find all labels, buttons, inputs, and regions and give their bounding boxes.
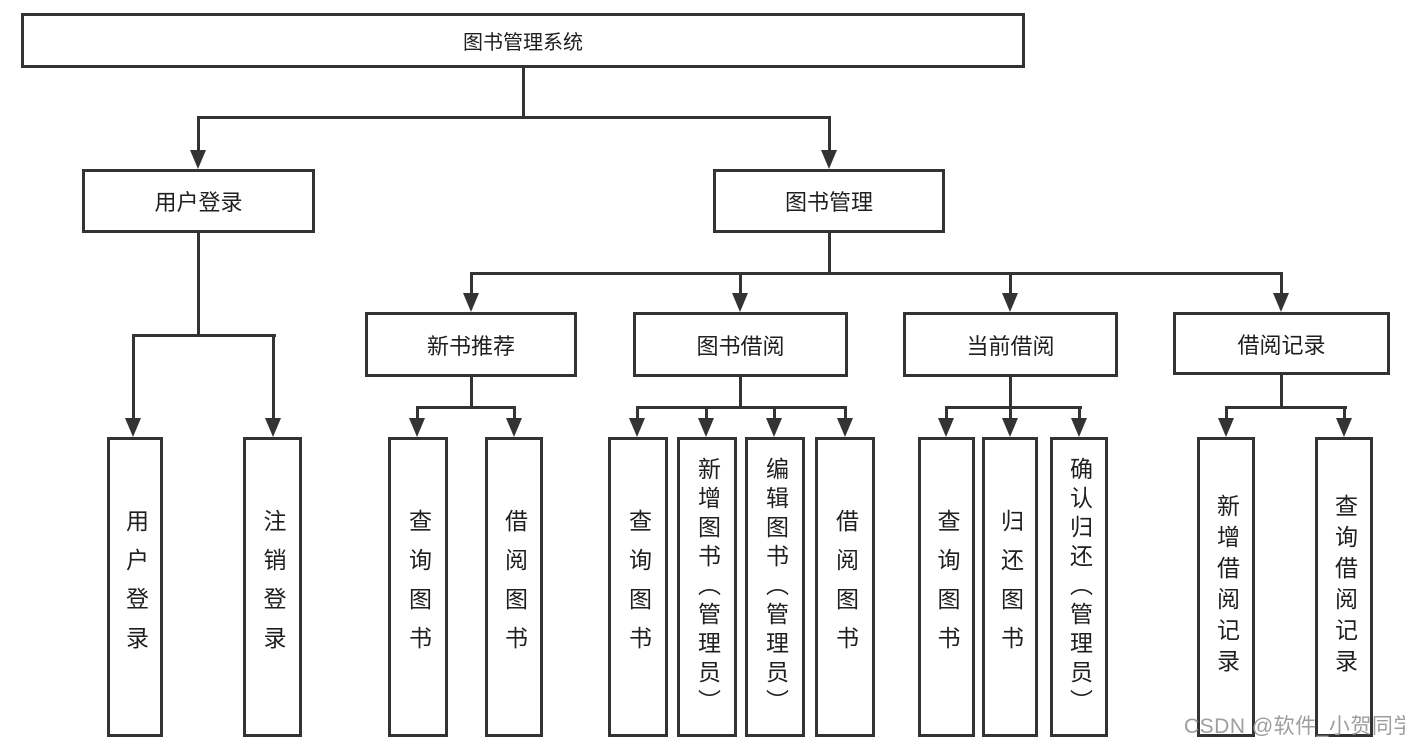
arrow-down-icon: [1336, 418, 1352, 437]
connector-vline: [470, 272, 473, 295]
node-new-book-recommend: 新书推荐: [365, 312, 577, 377]
leaf-query-book-newbook-label: 查询图书: [405, 509, 432, 665]
connector-hline: [132, 334, 276, 337]
leaf-add-book-admin-label: 新增图书（管理员）: [694, 456, 721, 718]
leaf-return-book: 归还图书: [982, 437, 1038, 737]
node-user-login-label: 用户登录: [154, 190, 243, 215]
arrow-down-icon: [766, 418, 782, 437]
leaf-edit-book-admin-label: 编辑图书（管理员）: [762, 456, 789, 718]
node-borrow-records: 借阅记录: [1173, 312, 1390, 375]
arrow-down-icon: [1002, 293, 1018, 312]
arrow-down-icon: [506, 418, 522, 437]
arrow-down-icon: [190, 150, 206, 169]
leaf-query-book-borrow-label: 查询图书: [625, 509, 652, 665]
node-user-login: 用户登录: [82, 169, 315, 233]
leaf-add-borrow-record-label: 新增借阅记录: [1213, 494, 1240, 680]
leaf-query-borrow-record: 查询借阅记录: [1315, 437, 1373, 737]
arrow-down-icon: [821, 150, 837, 169]
leaf-user-login-label: 用户登录: [122, 509, 149, 665]
arrow-down-icon: [837, 418, 853, 437]
connector-vline: [739, 377, 742, 408]
arrow-down-icon: [698, 418, 714, 437]
arrow-down-icon: [938, 418, 954, 437]
connector-vline: [636, 406, 639, 420]
leaf-borrow-book-newbook: 借阅图书: [485, 437, 543, 737]
leaf-query-book-newbook: 查询图书: [388, 437, 448, 737]
connector-vline: [773, 406, 776, 420]
arrow-down-icon: [265, 418, 281, 437]
connector-vline: [705, 406, 708, 420]
connector-vline: [513, 406, 516, 420]
connector-hline: [416, 406, 516, 409]
connector-vline: [197, 233, 200, 336]
node-book-borrow-label: 图书借阅: [696, 333, 785, 359]
node-current-borrow-label: 当前借阅: [966, 333, 1055, 359]
connector-vline: [828, 116, 831, 152]
leaf-borrow-book-newbook-label: 借阅图书: [501, 509, 528, 665]
leaf-query-book-current: 查询图书: [918, 437, 975, 737]
arrow-down-icon: [463, 293, 479, 312]
connector-vline: [470, 377, 473, 408]
arrow-down-icon: [1002, 418, 1018, 437]
connector-vline: [272, 334, 275, 420]
node-book-borrow: 图书借阅: [633, 312, 848, 377]
arrow-down-icon: [1273, 293, 1289, 312]
node-root-label: 图书管理系统: [463, 32, 583, 54]
csdn-watermark: CSDN @软件_小贺同学: [1184, 715, 1405, 738]
connector-hline: [1225, 406, 1347, 409]
connector-vline: [828, 233, 831, 274]
leaf-confirm-return-admin-label: 确认归还（管理员）: [1066, 456, 1093, 718]
leaf-borrow-book-label: 借阅图书: [832, 509, 859, 665]
connector-vline: [1009, 406, 1012, 420]
node-current-borrow: 当前借阅: [903, 312, 1118, 377]
connector-vline: [844, 406, 847, 420]
leaf-confirm-return-admin: 确认归还（管理员）: [1050, 437, 1108, 737]
node-new-book-recommend-label: 新书推荐: [426, 333, 515, 359]
leaf-borrow-book: 借阅图书: [815, 437, 875, 737]
leaf-add-borrow-record: 新增借阅记录: [1197, 437, 1255, 737]
leaf-logout-label: 注销登录: [260, 509, 286, 665]
leaf-query-book-current-label: 查询图书: [934, 509, 960, 665]
connector-vline: [522, 68, 525, 118]
connector-vline: [1009, 272, 1012, 295]
connector-vline: [1078, 406, 1081, 420]
connector-vline: [1343, 406, 1346, 420]
leaf-edit-book-admin: 编辑图书（管理员）: [745, 437, 805, 737]
connector-hline: [197, 116, 831, 119]
connector-vline: [197, 116, 200, 152]
connector-vline: [416, 406, 419, 420]
connector-hline: [636, 406, 847, 409]
connector-vline: [1280, 272, 1283, 295]
connector-vline: [1225, 406, 1228, 420]
node-book-management-label: 图书管理: [784, 190, 873, 215]
leaf-query-borrow-record-label: 查询借阅记录: [1331, 494, 1358, 680]
connector-vline: [945, 406, 948, 420]
arrow-down-icon: [732, 293, 748, 312]
arrow-down-icon: [1218, 418, 1234, 437]
arrow-down-icon: [629, 418, 645, 437]
arrow-down-icon: [409, 418, 425, 437]
connector-hline: [470, 272, 1283, 275]
leaf-return-book-label: 归还图书: [997, 509, 1024, 665]
arrow-down-icon: [125, 418, 141, 437]
node-book-management: 图书管理: [713, 169, 945, 233]
arrow-down-icon: [1071, 418, 1087, 437]
leaf-logout: 注销登录: [243, 437, 302, 737]
connector-vline: [132, 334, 135, 420]
node-root: 图书管理系统: [21, 13, 1025, 68]
connector-vline: [739, 272, 742, 295]
connector-vline: [1280, 375, 1283, 408]
connector-vline: [1009, 377, 1012, 408]
node-borrow-records-label: 借阅记录: [1237, 332, 1326, 358]
leaf-user-login: 用户登录: [107, 437, 163, 737]
connector-hline: [945, 406, 1082, 409]
leaf-add-book-admin: 新增图书（管理员）: [677, 437, 737, 737]
leaf-query-book-borrow: 查询图书: [608, 437, 668, 737]
